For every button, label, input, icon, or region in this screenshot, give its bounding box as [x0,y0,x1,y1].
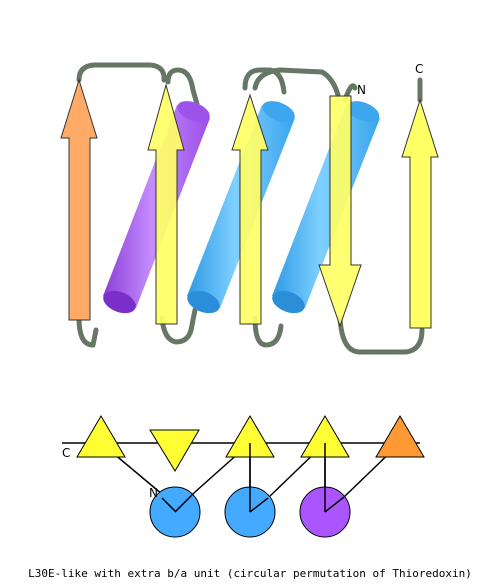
diagram-caption: L30E-like with extra b/a unit (circular … [28,567,472,580]
strand-2-arrow [147,83,185,325]
strand-triangle-down [149,429,200,472]
c-terminus-label-bottom: C [62,446,70,460]
topology-schematic: C N [62,415,425,538]
c-terminus-label-top: C [415,62,423,76]
strand-5-arrow [401,98,439,329]
n-terminus-label-top: N [357,83,366,97]
strand-triangle-up-1 [76,415,126,458]
strand-1-arrow [60,78,98,321]
helix-3 [272,101,380,314]
strand-4-arrow [318,95,362,328]
n-terminus-label-bottom: N [149,486,158,500]
strand-3-arrow [231,93,269,325]
strand-triangle-up-orange [375,415,425,458]
backbone-loop [76,62,425,355]
